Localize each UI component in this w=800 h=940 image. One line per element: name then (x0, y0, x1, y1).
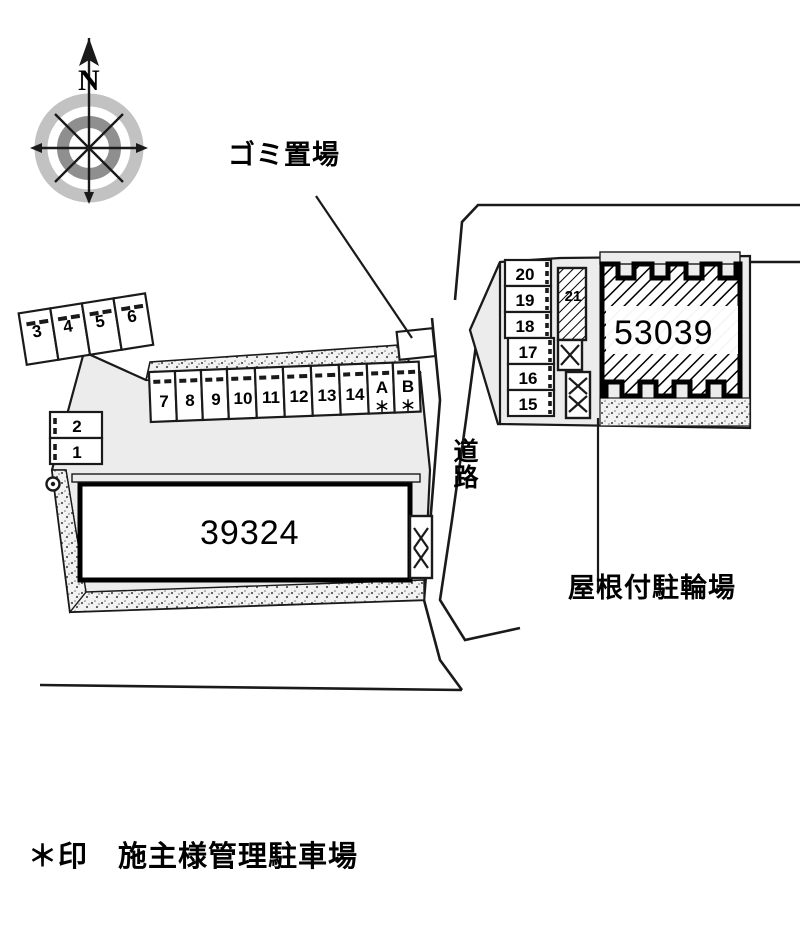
stall-mark-A: ＊ (374, 399, 390, 416)
stall-label-4: 4 (61, 316, 75, 337)
road-label: 道路 (450, 438, 479, 490)
legend-note: ＊印 施主様管理駐車場 (28, 839, 359, 873)
stall-label-7: 7 (159, 392, 169, 411)
stall-label-15: 15 (518, 395, 538, 414)
bike-marker-box-right-upper (556, 338, 584, 372)
trash-area-box (395, 326, 437, 362)
bike-marker-box-right-lower (564, 370, 592, 420)
stall-label-3: 3 (30, 321, 44, 342)
bike-shelter-label: 屋根付駐輪場 (568, 573, 736, 604)
compass-north-label: N (78, 64, 100, 97)
stall-label-A: A (375, 378, 389, 397)
stall-label-16: 16 (518, 369, 538, 388)
stall-label-20: 20 (515, 265, 535, 284)
stall-label-1: 1 (72, 443, 82, 462)
stall-label-19: 19 (515, 291, 535, 310)
stall-mark-B: ＊ (400, 398, 416, 415)
stall-label-10: 10 (233, 389, 253, 408)
stall-row-middle (147, 360, 422, 424)
stall-label-13: 13 (317, 386, 337, 405)
stall-col-left (48, 410, 104, 466)
stall-label-12: 12 (289, 387, 309, 406)
building-53039-label: 53039 (614, 314, 714, 352)
trash-area-label: ゴミ置場 (228, 140, 340, 171)
pole-icon (45, 476, 61, 492)
stall-label-11: 11 (262, 388, 280, 407)
stall-label-18: 18 (515, 317, 535, 336)
compass-rose-icon (30, 38, 148, 204)
stall-label-8: 8 (185, 391, 195, 410)
stall-label-2: 2 (72, 417, 82, 436)
stall-label-21: 21 (564, 288, 582, 305)
stall-label-9: 9 (211, 390, 221, 409)
stall-label-B: B (401, 377, 415, 396)
bike-marker-box-left (408, 514, 434, 580)
building-53039 (599, 251, 743, 399)
stall-row-top (17, 292, 155, 367)
building-39324 (45, 473, 434, 583)
stall-label-5: 5 (93, 311, 107, 332)
stall-label-14: 14 (345, 385, 365, 404)
trash-leader-line (315, 195, 413, 339)
stall-label-6: 6 (125, 306, 139, 327)
stall-label-17: 17 (518, 343, 538, 362)
stall-col-right (503, 258, 556, 418)
building-39324-label: 39324 (200, 514, 300, 552)
